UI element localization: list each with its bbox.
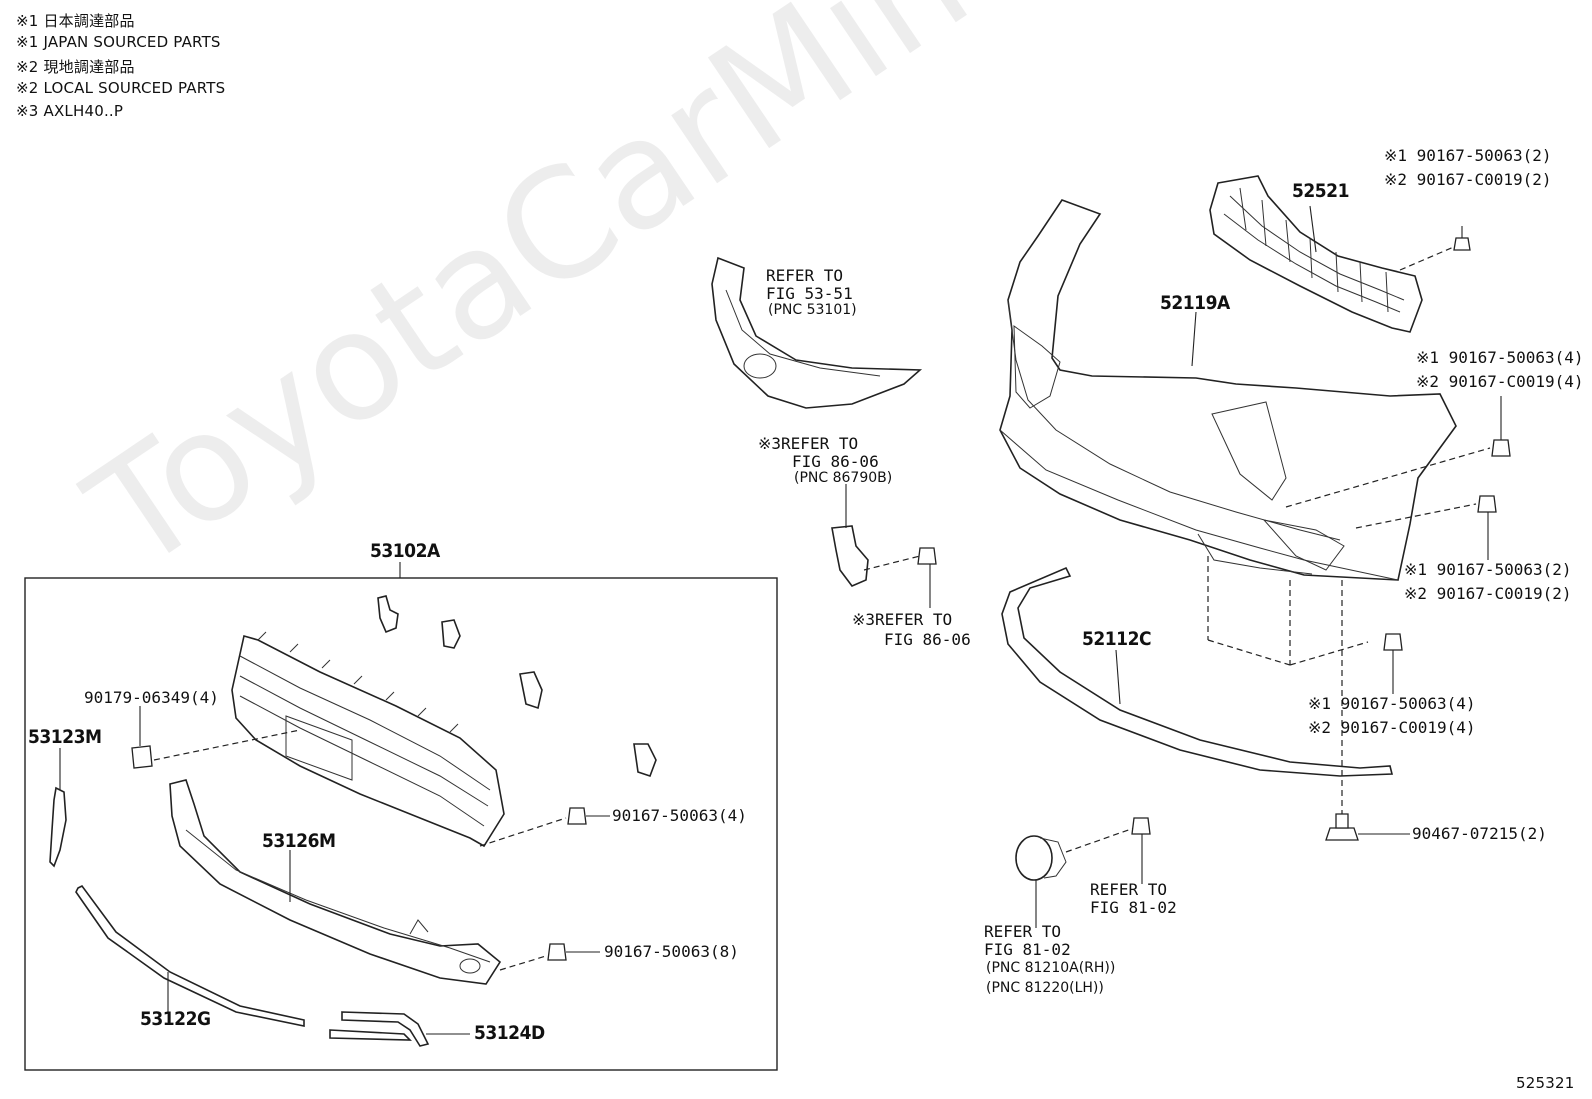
note-2-jp: ※2 現地調達部品 xyxy=(16,58,135,76)
figure-number: 525321 xyxy=(1516,1074,1575,1092)
label-52521: 52521 xyxy=(1292,180,1349,202)
refer-53-51-line2: FIG 53-51 xyxy=(766,284,853,303)
part-52521-retainer xyxy=(1209,175,1423,333)
screw-bottom-right xyxy=(1383,633,1403,694)
part-53124d-garnish xyxy=(329,1011,470,1047)
screw-top-right xyxy=(1453,226,1471,251)
label-53122g: 53122G xyxy=(140,1008,211,1030)
refer-86-06-a-line2: FIG 86-06 xyxy=(792,452,879,471)
screw-grille xyxy=(567,807,610,825)
small-brackets xyxy=(377,595,657,778)
part-52119a-bumper-cover xyxy=(999,199,1457,581)
fastener-bottom-right-1: ※1 90167-50063(4) xyxy=(1308,694,1476,713)
fastener-screw-grille: 90167-50063(4) xyxy=(612,806,747,825)
fastener-top-right-1: ※1 90167-50063(2) xyxy=(1384,146,1552,165)
refer-81-02-b-line4: (PNC 81220(LH)) xyxy=(986,980,1104,996)
note-2-en: ※2 LOCAL SOURCED PARTS xyxy=(16,79,226,97)
part-fog-lamp xyxy=(1015,835,1067,928)
refer-86-06-a-line1: ※3REFER TO xyxy=(758,434,859,453)
refer-86-06-b-line2: FIG 86-06 xyxy=(884,630,971,649)
nut-90179 xyxy=(131,706,153,769)
part-86790b-bracket xyxy=(831,484,869,587)
part-53102a-grille xyxy=(231,631,505,848)
refer-86-06-b-line1: ※3REFER TO xyxy=(852,610,953,629)
screw-86-06 xyxy=(917,547,937,608)
screw-fog-lamp xyxy=(1131,817,1151,884)
note-3: ※3 AXLH40..P xyxy=(16,102,124,120)
fastener-mid-right-2: ※2 90167-C0019(4) xyxy=(1416,372,1584,391)
part-53122g-strip xyxy=(75,884,305,1027)
part-52112c-spoiler xyxy=(1001,566,1394,777)
assembly-box-53102a xyxy=(24,577,778,1071)
label-53123m: 53123M xyxy=(28,726,102,748)
refer-81-02-a-line1: REFER TO xyxy=(1090,880,1168,899)
refer-81-02-a-line2: FIG 81-02 xyxy=(1090,898,1177,917)
fastener-low-right-1: ※1 90167-50063(2) xyxy=(1404,560,1572,579)
label-53124d: 53124D xyxy=(474,1022,545,1044)
label-52119a: 52119A xyxy=(1160,292,1230,314)
part-53126m-lower-grille xyxy=(169,779,502,985)
fastener-clip-90467: 90467-07215(2) xyxy=(1412,824,1547,843)
fastener-low-right-2: ※2 90167-C0019(2) xyxy=(1404,584,1572,603)
label-53126m: 53126M xyxy=(262,830,336,852)
fastener-top-right-2: ※2 90167-C0019(2) xyxy=(1384,170,1552,189)
label-53102a: 53102A xyxy=(370,540,440,562)
fastener-nut-90179: 90179-06349(4) xyxy=(84,688,219,707)
note-1-en: ※1 JAPAN SOURCED PARTS xyxy=(16,33,221,51)
label-52112c: 52112C xyxy=(1082,628,1152,650)
refer-53-51-line3: (PNC 53101) xyxy=(768,302,857,318)
note-1-jp: ※1 日本調達部品 xyxy=(16,12,135,30)
clip-90467 xyxy=(1325,813,1410,841)
refer-86-06-a-line3: (PNC 86790B) xyxy=(794,470,893,486)
fastener-screw-lower: 90167-50063(8) xyxy=(604,942,739,961)
refer-81-02-b-line2: FIG 81-02 xyxy=(984,940,1071,959)
part-53123m-strip xyxy=(49,748,67,868)
screw-mid-right xyxy=(1491,396,1511,457)
refer-81-02-b-line1: REFER TO xyxy=(984,922,1062,941)
fastener-mid-right-1: ※1 90167-50063(4) xyxy=(1416,348,1584,367)
refer-81-02-b-line3: (PNC 81210A(RH)) xyxy=(986,960,1116,976)
screw-lower xyxy=(547,943,600,961)
refer-53-51-line1: REFER TO xyxy=(766,266,844,285)
screw-low-right xyxy=(1477,495,1497,560)
fastener-bottom-right-2: ※2 90167-C0019(4) xyxy=(1308,718,1476,737)
part-upper-grille-ref xyxy=(711,256,923,409)
